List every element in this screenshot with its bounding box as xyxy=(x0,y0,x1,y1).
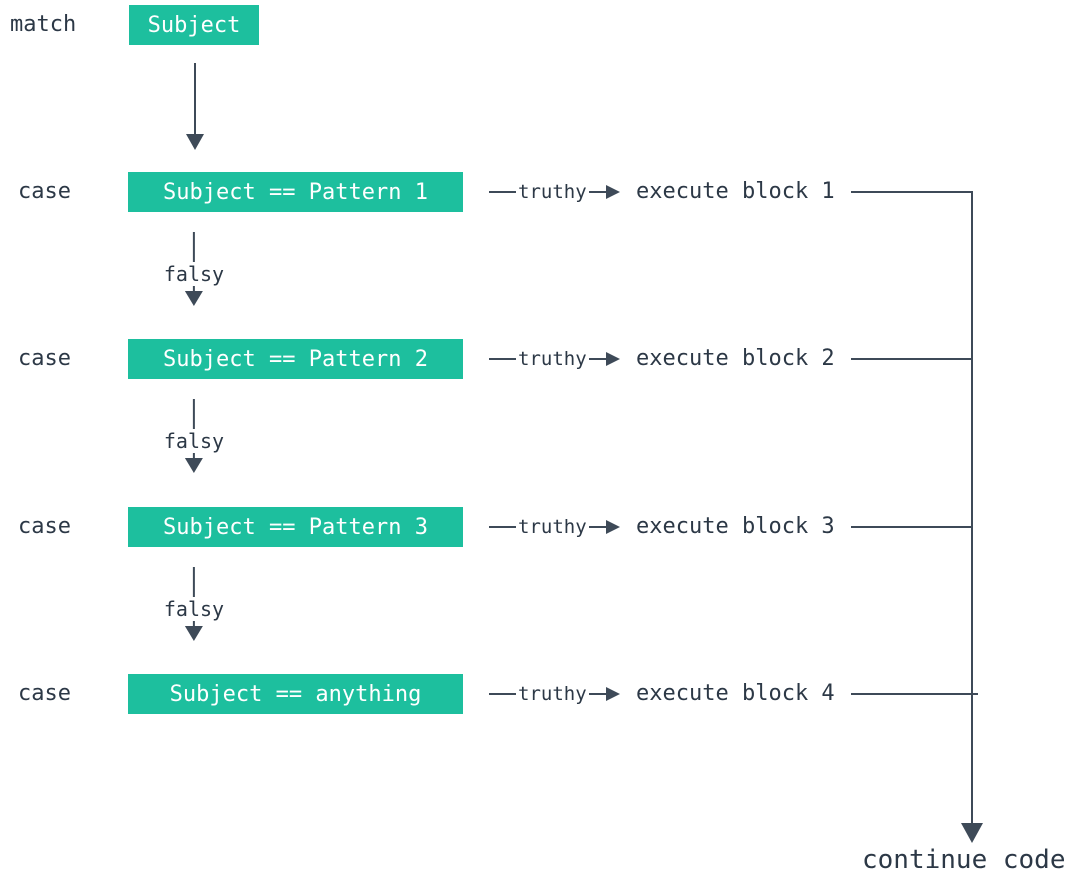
falsy-connector-3: falsy xyxy=(164,567,224,641)
subject-box: Subject xyxy=(129,5,259,45)
truthy-line-end xyxy=(588,526,606,528)
falsy-line xyxy=(193,232,195,262)
truthy-connector-2: truthy xyxy=(489,339,620,379)
collector-line-4 xyxy=(851,693,978,695)
case-label-4: case xyxy=(18,681,71,706)
falsy-connector-1: falsy xyxy=(164,232,224,306)
falsy-label: falsy xyxy=(163,262,225,286)
truthy-arrowhead-icon xyxy=(605,520,620,534)
continue-code-label: continue code xyxy=(862,845,1066,875)
truthy-line-start xyxy=(489,526,516,528)
falsy-line xyxy=(193,399,195,429)
truthy-label: truthy xyxy=(518,181,587,203)
truthy-line-end xyxy=(588,693,606,695)
falsy-connector-2: falsy xyxy=(164,399,224,473)
subject-arrowhead-icon xyxy=(186,134,204,150)
falsy-line-2 xyxy=(193,286,195,291)
execute-block-label-1: execute block 1 xyxy=(636,179,835,204)
condition-box-4: Subject == anything xyxy=(128,674,463,714)
falsy-arrowhead-icon xyxy=(185,458,203,473)
truthy-label: truthy xyxy=(518,683,587,705)
collector-line-2 xyxy=(851,358,972,360)
truthy-label: truthy xyxy=(518,516,587,538)
collector-arrowhead-icon xyxy=(961,823,983,843)
truthy-arrowhead-icon xyxy=(605,687,620,701)
case-label-3: case xyxy=(18,514,71,539)
truthy-arrowhead-icon xyxy=(605,352,620,366)
truthy-connector-1: truthy xyxy=(489,172,620,212)
truthy-line-start xyxy=(489,191,516,193)
collector-line-1 xyxy=(851,191,972,193)
match-keyword-label: match xyxy=(10,12,77,37)
falsy-label: falsy xyxy=(163,597,225,621)
falsy-line-2 xyxy=(193,453,195,458)
condition-box-2: Subject == Pattern 2 xyxy=(128,339,463,379)
falsy-arrowhead-icon xyxy=(185,626,203,641)
subject-arrow-line xyxy=(194,63,196,134)
collector-rail-line xyxy=(971,191,973,823)
case-label-1: case xyxy=(18,179,71,204)
collector-line-3 xyxy=(851,526,972,528)
truthy-line-end xyxy=(588,191,606,193)
falsy-arrowhead-icon xyxy=(185,291,203,306)
truthy-line-start xyxy=(489,693,516,695)
falsy-line xyxy=(193,567,195,597)
execute-block-label-4: execute block 4 xyxy=(636,681,835,706)
falsy-line-2 xyxy=(193,621,195,626)
truthy-line-end xyxy=(588,358,606,360)
truthy-label: truthy xyxy=(518,348,587,370)
truthy-connector-3: truthy xyxy=(489,507,620,547)
case-label-2: case xyxy=(18,346,71,371)
condition-box-3: Subject == Pattern 3 xyxy=(128,507,463,547)
condition-box-1: Subject == Pattern 1 xyxy=(128,172,463,212)
execute-block-label-3: execute block 3 xyxy=(636,514,835,539)
truthy-line-start xyxy=(489,358,516,360)
truthy-connector-4: truthy xyxy=(489,674,620,714)
execute-block-label-2: execute block 2 xyxy=(636,346,835,371)
falsy-label: falsy xyxy=(163,429,225,453)
truthy-arrowhead-icon xyxy=(605,185,620,199)
